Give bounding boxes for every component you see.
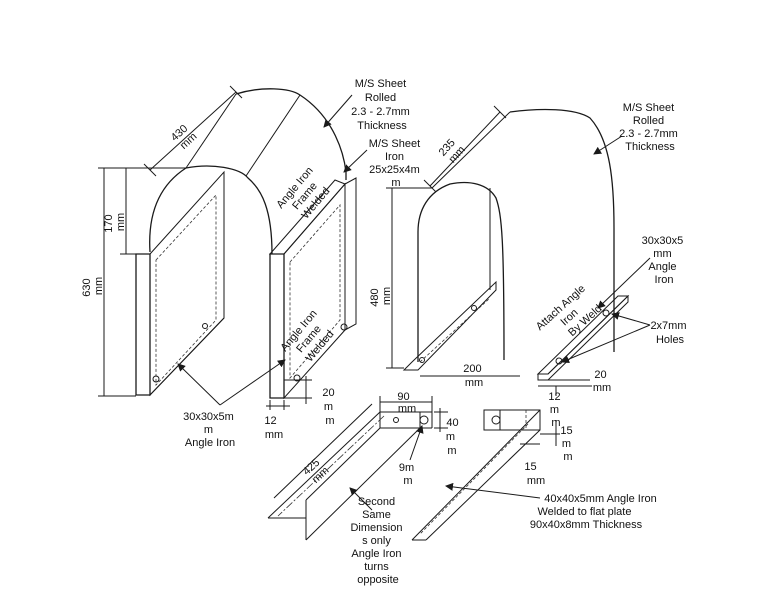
leader-ms-iron <box>343 149 368 173</box>
bottom-right-bar-top <box>411 409 541 541</box>
label-second-same: Second Same Dimension s only Angle Iron … <box>350 496 405 586</box>
leader-9mm <box>409 425 424 461</box>
dim-15-side-text: 15 m m <box>560 425 575 463</box>
bottom-left-plate-hole-icon-2 <box>393 417 399 423</box>
left-ridge-line-2 <box>245 94 301 177</box>
left-ridge-line <box>185 93 237 169</box>
dim-430-tick-1 <box>143 163 157 177</box>
right-hood-assembly <box>386 105 651 396</box>
labels: M/S Sheet Rolled 2.3 - 2.7mm Thickness M… <box>81 78 689 586</box>
bottom-angle-irons <box>267 396 560 541</box>
left-frame-hole-icon <box>152 375 160 383</box>
dim-235-tick-1 <box>423 179 437 193</box>
leader-holes-2 <box>561 324 651 363</box>
right-bottom-hidden <box>419 297 491 363</box>
right-bracket-hole-icon-2 <box>602 309 610 317</box>
left-rear-hole-icon <box>293 374 301 382</box>
bottom-right-plate-2 <box>499 409 541 431</box>
dim-425-line <box>273 403 373 499</box>
dim-15-bottom-text: 15 mm <box>524 461 545 487</box>
bottom-right-centerline <box>419 423 529 535</box>
dim-480-text: 480 mm <box>369 285 393 306</box>
bottom-left-bar-mid <box>305 427 381 501</box>
left-frame-hole-icon-2 <box>202 323 208 329</box>
left-hood-assembly <box>98 85 368 410</box>
leader-holes-1 <box>611 312 651 326</box>
bottom-right-plate-hole-icon <box>491 415 501 425</box>
label-frame-welded-top: Angle Iron Frame Welded <box>274 162 337 227</box>
dim-9-text: 9m m <box>399 462 417 487</box>
left-front-frame-inner <box>155 193 217 387</box>
dim-20-right-text: 20 mm <box>593 369 611 394</box>
leader-ms-sheet-right <box>593 135 623 155</box>
bottom-left-bar-bottom <box>305 427 421 541</box>
right-angle-bracket-side <box>537 294 629 381</box>
dim-12-left-text: 12 mm <box>264 415 283 441</box>
bottom-left-plate-hole-icon <box>419 415 429 425</box>
leader-angle-iron-left-2 <box>219 359 286 406</box>
leader-welded-plate <box>445 482 541 499</box>
right-bottom-hole-icon-2 <box>471 305 477 311</box>
dim-630-text: 630 mm <box>81 275 105 296</box>
dim-430-tick-2 <box>229 85 243 99</box>
left-rear-frame-inner <box>289 203 341 380</box>
right-bottom-angle <box>402 280 497 371</box>
left-front-frame-face <box>149 170 225 397</box>
bottom-left-centerline <box>277 415 385 517</box>
dim-90-text: 90 mm <box>397 391 416 415</box>
left-rear-frame-side <box>344 177 357 331</box>
left-back-arch <box>235 88 347 180</box>
leader-second-same <box>349 487 373 511</box>
dim-20-left-text: 20 m m <box>322 387 337 427</box>
bottom-left-bar-top <box>267 411 381 519</box>
label-holes: 2x7mm Holes <box>650 320 689 346</box>
dim-430-line <box>149 91 237 171</box>
label-angle-iron-right: 30x30x5 mm Angle Iron <box>642 235 687 286</box>
left-front-arch <box>149 165 273 255</box>
right-back-arch <box>509 108 615 352</box>
right-ridge-line <box>431 111 511 189</box>
dim-235-line <box>429 111 501 187</box>
leader-angle-iron-left-1 <box>177 363 221 406</box>
label-ms-sheet-iron: M/S Sheet Iron 25x25x4m m <box>369 138 423 189</box>
leader-ms-sheet-left <box>323 94 353 128</box>
label-frame-welded-bottom: Angle Iron Frame Welded <box>278 305 341 370</box>
dim-40-text: 40 m m <box>446 417 462 457</box>
dim-430-text: 430 mm <box>169 121 201 153</box>
dim-235-tick-2 <box>493 105 507 119</box>
label-angle-iron-left: 30x30x5m m Angle Iron <box>183 411 237 449</box>
right-bottom-hole-icon <box>419 357 425 363</box>
leader-angle-iron-right <box>597 257 651 309</box>
label-ms-sheet-left: M/S Sheet Rolled 2.3 - 2.7mm Thickness <box>351 78 413 132</box>
left-rear-frame-face <box>283 182 346 400</box>
left-rear-frame-plate <box>269 253 285 399</box>
dim-170-text: 170 mm <box>103 211 127 232</box>
dim-12-right-text: 12 m m <box>548 391 563 429</box>
left-frame-bottom-edge <box>149 317 225 396</box>
label-ms-sheet-right: M/S Sheet Rolled 2.3 - 2.7mm Thickness <box>619 102 681 153</box>
left-rear-hole-icon-2 <box>340 323 348 331</box>
bottom-right-bar-bottom <box>425 429 541 541</box>
dim-235-text: 235 mm <box>437 135 469 167</box>
dim-200-text: 200 mm <box>463 363 484 389</box>
label-welded-plate: 40x40x5mm Angle Iron Welded to flat plat… <box>530 493 660 531</box>
right-front-arch <box>417 181 505 361</box>
left-front-frame-plate <box>135 253 151 396</box>
